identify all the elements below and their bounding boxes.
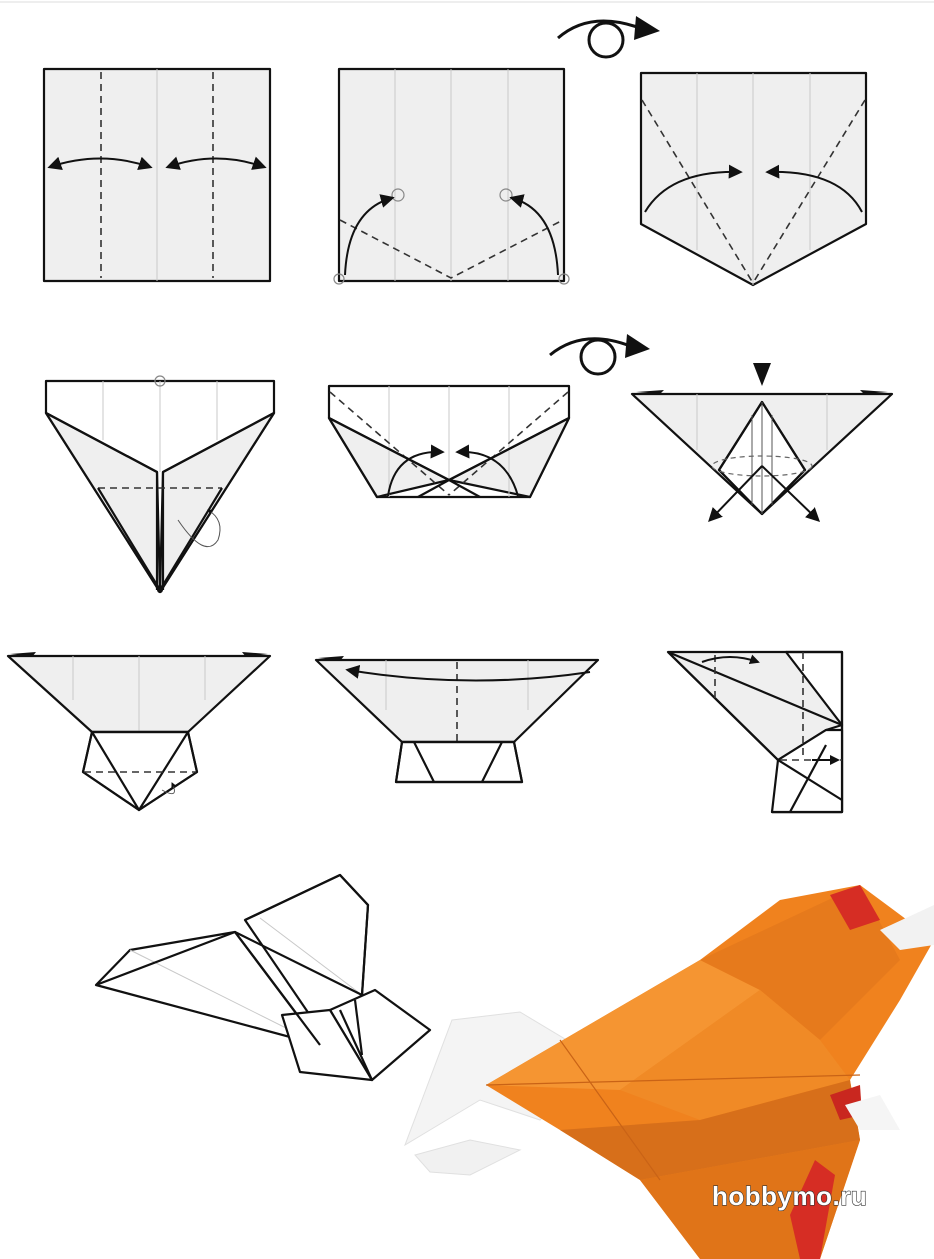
- step-2-diagram: [334, 69, 569, 284]
- step-4-diagram: [46, 376, 274, 593]
- step-3-diagram: [641, 73, 866, 285]
- step-5-diagram: [329, 386, 569, 497]
- final-plane-drawing: [96, 875, 430, 1080]
- watermark-text: hobbymo.ru: [712, 1181, 867, 1211]
- step-6-diagram: [632, 363, 892, 520]
- step-8-diagram: [316, 656, 598, 782]
- step-1-diagram: [44, 69, 270, 281]
- step-9-diagram: [668, 652, 842, 812]
- flip-over-icon: [558, 16, 660, 57]
- step-7-diagram: [8, 652, 270, 810]
- flip-over-icon: [550, 334, 650, 374]
